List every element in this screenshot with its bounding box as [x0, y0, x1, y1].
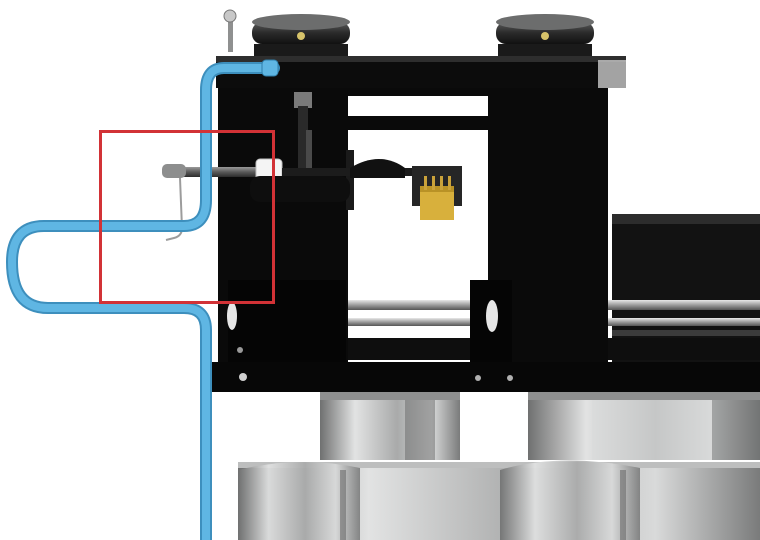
motor-block-left: [320, 392, 460, 460]
highlight-box: [99, 130, 275, 304]
main-frame: [216, 56, 626, 362]
knob-right: [496, 14, 594, 56]
top-screw: [223, 9, 237, 52]
probe-arm: [170, 158, 422, 202]
gold-connector: [412, 166, 462, 220]
slider-post: [294, 92, 354, 210]
base-frame: [206, 362, 760, 392]
bottom-housing: [238, 460, 760, 540]
motor-block-right: [528, 392, 760, 460]
knob-left: [252, 14, 350, 56]
blue-cable: [6, 59, 280, 540]
